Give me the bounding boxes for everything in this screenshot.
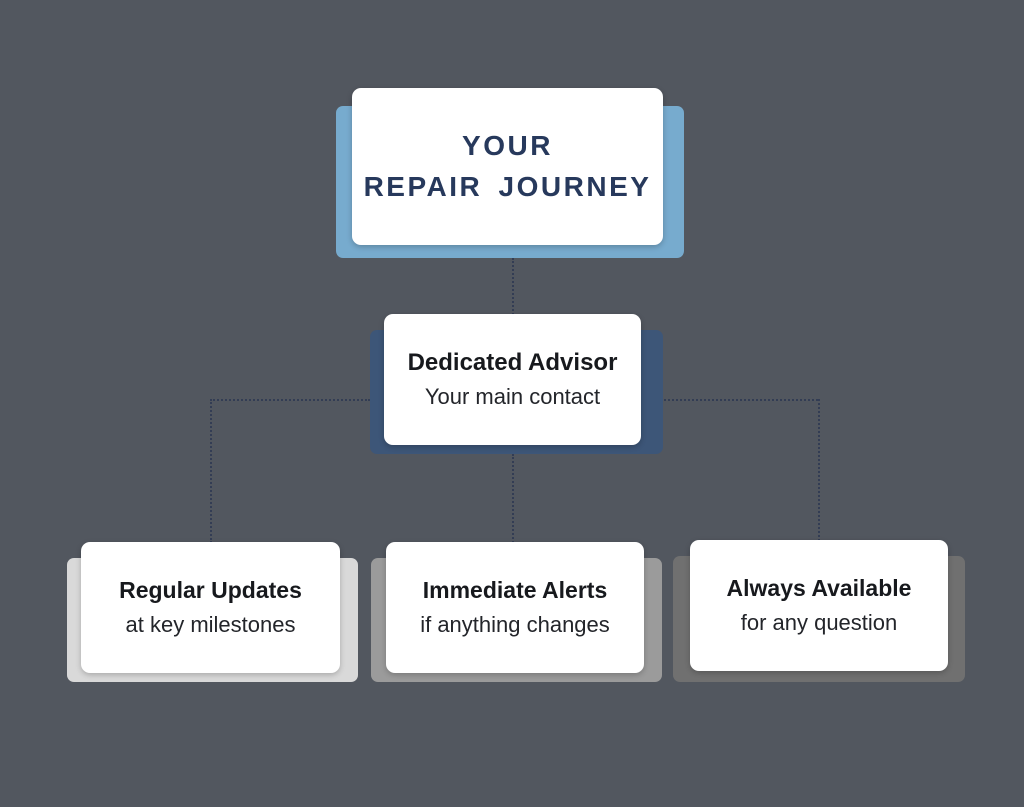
connector-right-horizontal [660,399,818,401]
connector-left-horizontal [210,399,370,401]
advisor-node: Dedicated Advisor Your main contact [384,314,641,445]
child-immediate-alerts-title: Immediate Alerts [422,576,608,603]
child-regular-updates-title: Regular Updates [119,576,302,603]
connector-title-to-advisor [512,258,514,315]
child-regular-updates-subtitle: at key milestones [125,611,296,637]
root-node: YOUR REPAIR JOURNEY [352,88,663,245]
connector-right-vertical [818,399,820,541]
root-title-line1: YOUR [462,129,553,161]
advisor-title: Dedicated Advisor [407,349,618,377]
child-node-regular-updates: Regular Updates at key milestones [81,542,340,673]
connector-advisor-to-middle [512,454,514,543]
child-always-available-subtitle: for any question [740,609,898,635]
advisor-subtitle: Your main contact [424,384,601,410]
root-title-line2: REPAIR JOURNEY [363,170,652,202]
child-immediate-alerts-subtitle: if anything changes [420,611,610,637]
child-always-available-title: Always Available [726,574,912,601]
root-title: YOUR REPAIR JOURNEY [364,126,652,207]
child-node-immediate-alerts: Immediate Alerts if anything changes [386,542,644,673]
connector-left-vertical [210,399,212,543]
child-node-always-available: Always Available for any question [690,540,948,671]
